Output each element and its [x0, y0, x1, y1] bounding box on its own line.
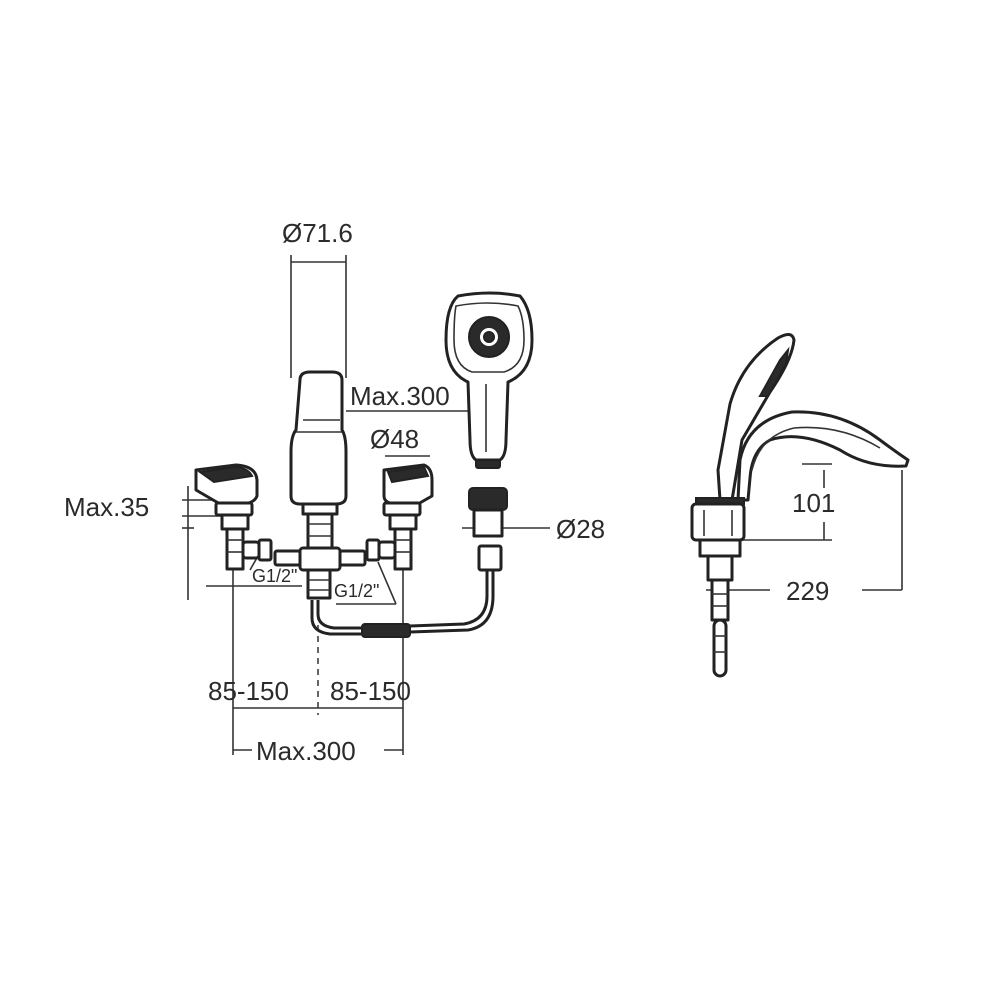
- labels: Ø71.6 Max.300 Ø48 Max.35 Ø28 G1/2" G1/2"…: [64, 218, 835, 766]
- spout-body: [273, 370, 367, 600]
- total-width-label: Max.300: [256, 736, 356, 766]
- handshower-reach-label: Max.300: [350, 381, 450, 411]
- thread-left-label: G1/2": [252, 566, 297, 586]
- side-base: [690, 502, 746, 542]
- side-view: [690, 333, 910, 678]
- spout-height-label: 101: [792, 488, 835, 518]
- handle-diameter-label: Ø48: [370, 424, 419, 454]
- side-spout: [736, 410, 910, 502]
- right-handle: [365, 463, 434, 571]
- spout-diameter-label: Ø71.6: [282, 218, 353, 248]
- spacing-left-label: 85-150: [208, 676, 289, 706]
- hose-connector: [361, 623, 411, 638]
- left-handle: [194, 463, 273, 571]
- spout-projection-label: 229: [786, 576, 829, 606]
- front-view: [182, 255, 550, 755]
- shower-holder: [468, 487, 508, 511]
- holder-diameter-label: Ø28: [556, 514, 605, 544]
- handle-height-label: Max.35: [64, 492, 149, 522]
- spacing-right-label: 85-150: [330, 676, 411, 706]
- shower-hose: [310, 568, 495, 636]
- thread-center-label: G1/2": [334, 581, 379, 601]
- hand-shower: [444, 291, 534, 538]
